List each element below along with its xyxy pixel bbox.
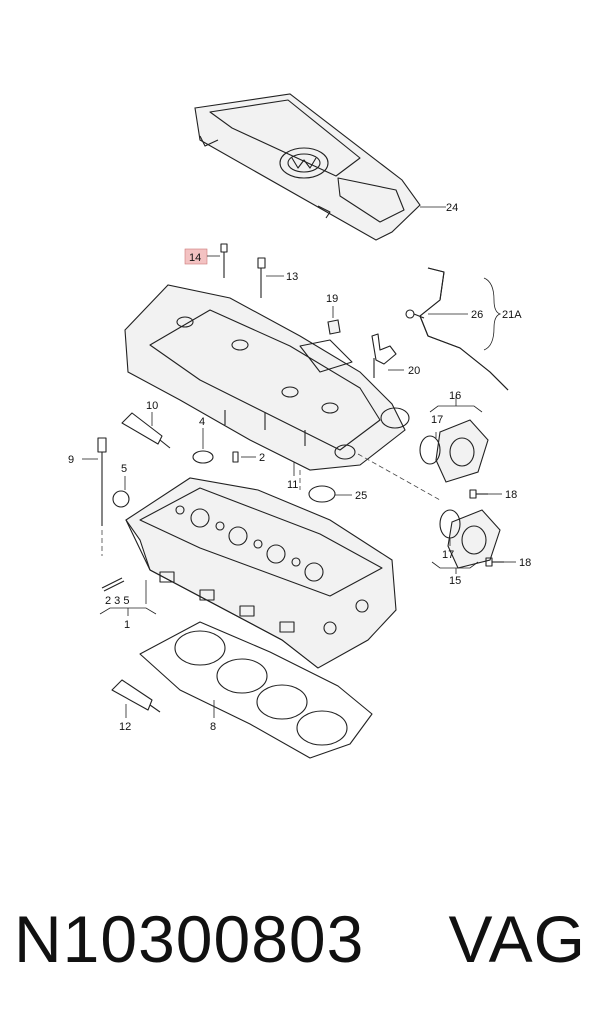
camshaft-housing	[124, 284, 410, 471]
cylinder-head-part-1	[125, 477, 397, 669]
callout-17-lower: 17	[442, 549, 454, 561]
callout-5: 5	[121, 463, 127, 475]
bolt-part-14	[220, 243, 228, 278]
bolt-part-13	[257, 257, 266, 298]
callout-17-upper: 17	[431, 414, 443, 426]
gasket-part-17-upper	[419, 435, 441, 465]
callout-20: 20	[408, 365, 420, 377]
callout-16: 16	[449, 390, 461, 402]
seal-ring-part-5	[112, 490, 130, 508]
seal-part-4	[192, 450, 214, 464]
exploded-parts-diagram: 24 14 13 19 26 21A 20 16 10 4 17 9 2 5 1…	[68, 93, 531, 759]
sensor-part-20	[371, 333, 397, 378]
plug-part-19	[327, 319, 341, 335]
callout-24: 24	[446, 202, 458, 214]
callout-18-upper: 18	[505, 489, 517, 501]
callout-19: 19	[326, 293, 338, 305]
callout-11: 11	[287, 479, 298, 491]
callout-4: 4	[199, 416, 205, 428]
callout-13: 13	[286, 271, 298, 283]
callout-15: 15	[449, 575, 461, 587]
bolt-part-18-upper	[469, 489, 488, 499]
callout-26: 26	[471, 309, 483, 321]
part-number: N10300803	[14, 902, 365, 976]
flange-part-15	[447, 509, 501, 569]
sealant-tube-part-10	[121, 412, 171, 449]
flange-part-16	[435, 419, 489, 483]
callout-12: 12	[119, 721, 131, 733]
brand-name: VAG	[448, 902, 586, 976]
callout-21a: 21A	[502, 309, 522, 321]
seal-part-25	[308, 485, 336, 503]
callout-25: 25	[355, 490, 367, 502]
callout-2: 2	[259, 452, 265, 464]
callout-1: 1	[124, 619, 130, 631]
engine-cover-part-24	[194, 93, 421, 241]
callout-14: 14	[189, 252, 201, 264]
callout-9: 9	[68, 454, 74, 466]
callout-2-3-5: 2 3 5	[105, 595, 129, 607]
caption-bar: N10300803 VAG	[0, 884, 600, 994]
head-gasket-part-8	[139, 621, 373, 759]
sealant-tube-part-12	[111, 679, 161, 713]
callout-10: 10	[146, 400, 158, 412]
bolt-part-18-lower	[485, 557, 504, 567]
bolt-part-9	[97, 437, 107, 556]
callout-18-lower: 18	[519, 557, 531, 569]
callout-8: 8	[210, 721, 216, 733]
sensor-part-26	[405, 309, 425, 319]
hose-part-21a	[419, 267, 509, 391]
callout-14-highlight	[184, 248, 208, 265]
dowel-part-2-3-5	[101, 577, 125, 592]
pin-part-2	[232, 451, 239, 463]
